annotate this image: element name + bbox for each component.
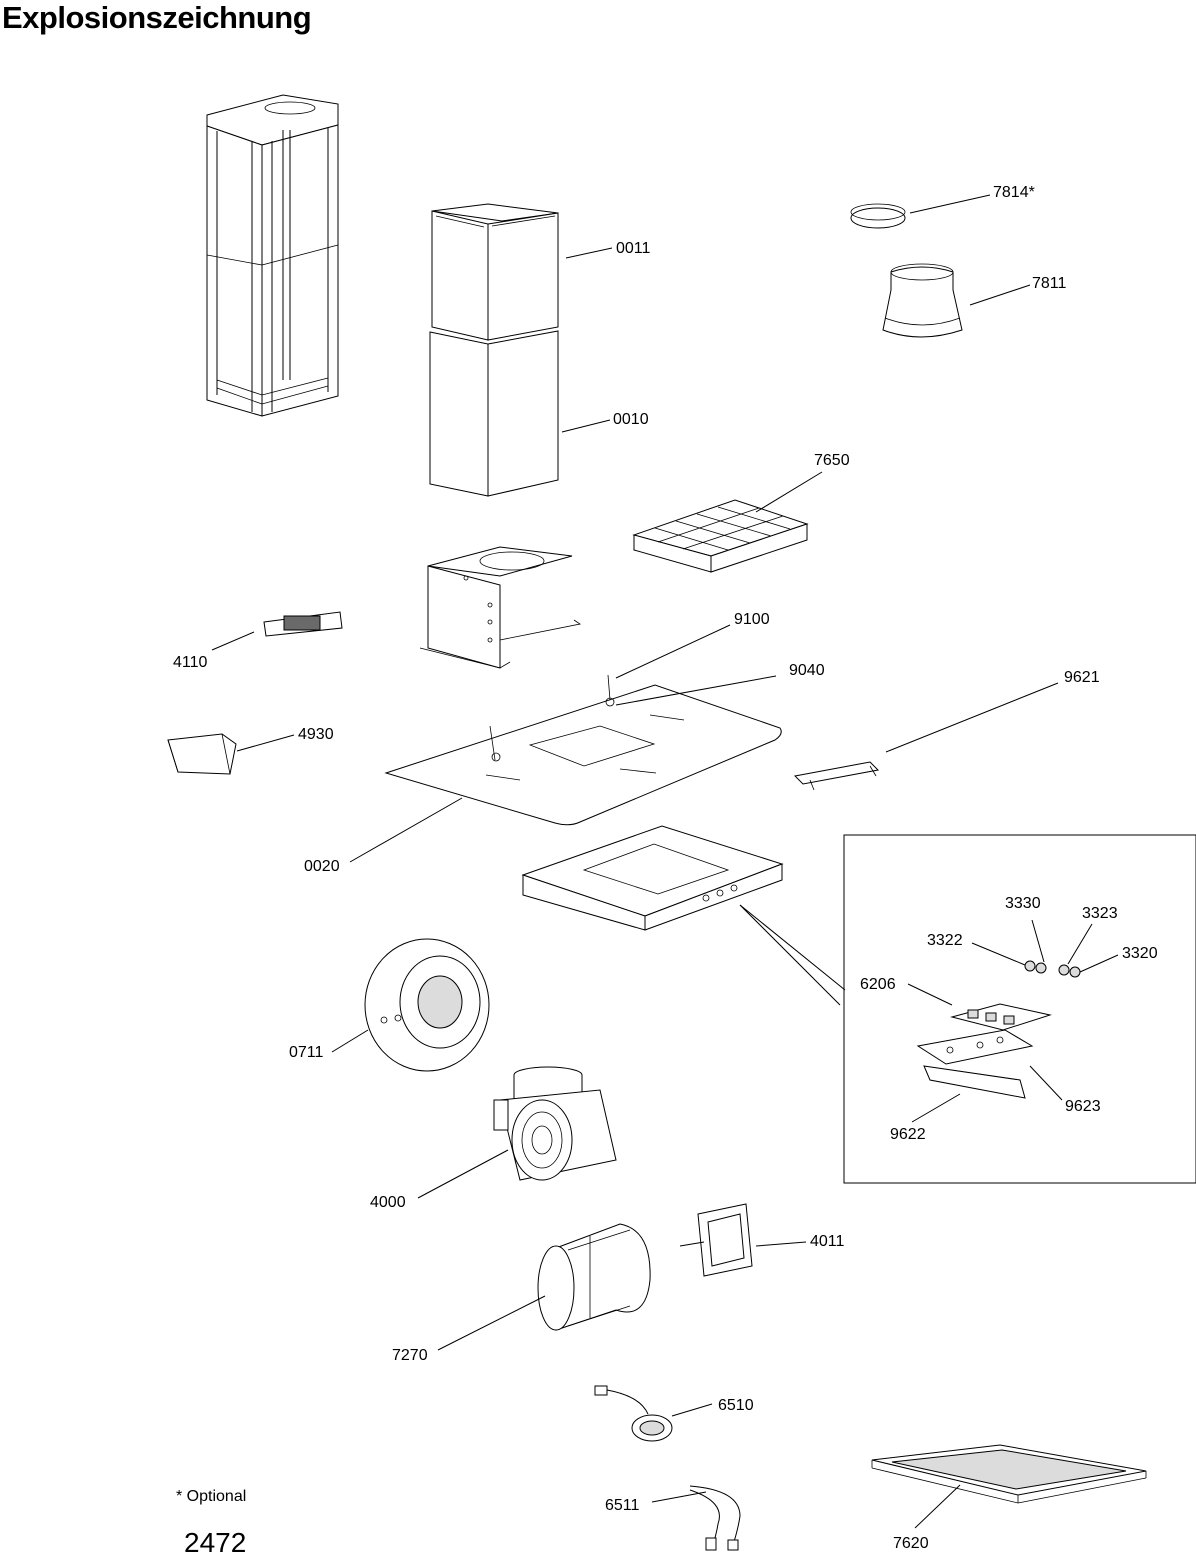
label-4011: 4011	[810, 1233, 845, 1250]
leader-lines	[211, 194, 1119, 1529]
label-7811: 7811	[1032, 275, 1067, 292]
label-9623: 9623	[1065, 1098, 1101, 1115]
label-6510: 6510	[718, 1397, 754, 1414]
label-9100: 9100	[734, 611, 770, 628]
diagram-title: Explosionszeichnung	[2, 0, 312, 35]
inset-electronics-box	[843, 834, 1196, 1184]
label-9621: 9621	[1064, 669, 1100, 686]
label-3330: 3330	[1005, 895, 1041, 912]
label-6206: 6206	[860, 976, 896, 993]
wire-6511-drawing	[689, 1485, 741, 1551]
bracket-9621-drawing	[793, 761, 880, 791]
fan-front-0711-drawing	[364, 938, 490, 1072]
drawing-number: 2472	[184, 1527, 246, 1554]
label-0020: 0020	[304, 858, 340, 875]
clip-4110-drawing	[263, 611, 343, 637]
motor-4011-drawing	[679, 1203, 753, 1277]
label-0011: 0011	[616, 240, 651, 257]
filter-7650-drawing	[632, 499, 809, 573]
fan-wheel-7270-drawing	[537, 1223, 651, 1331]
chimney-lower-drawing	[429, 330, 559, 497]
hood-body-drawing	[521, 825, 846, 1006]
label-3322: 3322	[927, 932, 963, 949]
label-6511: 6511	[605, 1497, 640, 1514]
label-3323: 3323	[1082, 905, 1118, 922]
label-9040: 9040	[789, 662, 825, 679]
label-3320: 3320	[1122, 945, 1158, 962]
label-0711: 0711	[289, 1044, 324, 1061]
part-labels: 7814* 0011 7811 0010 7650 4110 9100 9040…	[173, 184, 1158, 1552]
label-4110: 4110	[173, 654, 208, 671]
chimney-upper-drawing	[431, 203, 559, 341]
label-4930: 4930	[298, 726, 334, 743]
lamp-6510-drawing	[594, 1385, 673, 1442]
ring-7814-drawing	[850, 203, 906, 229]
housing-box-drawing	[419, 546, 582, 669]
grease-filter-7620-drawing	[871, 1444, 1147, 1504]
label-0010: 0010	[613, 411, 649, 428]
blower-4000-drawing	[493, 1066, 617, 1181]
label-7650: 7650	[814, 452, 850, 469]
footnote-optional: * Optional	[176, 1488, 246, 1505]
label-7270: 7270	[392, 1347, 428, 1364]
label-9622: 9622	[890, 1126, 926, 1143]
hood-plate-drawing	[384, 674, 782, 826]
frame-drawing	[206, 94, 339, 417]
label-7814: 7814*	[993, 184, 1035, 201]
label-7620: 7620	[893, 1535, 929, 1552]
label-4000: 4000	[370, 1194, 406, 1211]
bracket-4930-drawing	[167, 733, 237, 775]
collar-7811-drawing	[882, 263, 963, 338]
